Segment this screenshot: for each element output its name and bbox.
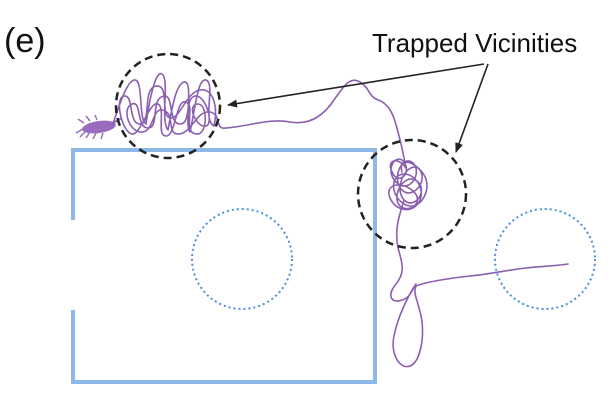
target-ring-inside (191, 208, 293, 310)
arrow-to-trap-2 (455, 63, 489, 153)
panel-label: (e) (4, 22, 46, 60)
target-ring-outside (494, 208, 596, 310)
arena-box (71, 148, 377, 384)
trajectory-path (111, 73, 569, 368)
trap-vicinity-2 (356, 138, 468, 250)
arrow-to-trap-1 (227, 63, 485, 108)
larva-icon (75, 114, 123, 140)
annotation-label: Trapped Vicinities (372, 28, 577, 58)
trap-vicinity-1 (114, 52, 222, 160)
